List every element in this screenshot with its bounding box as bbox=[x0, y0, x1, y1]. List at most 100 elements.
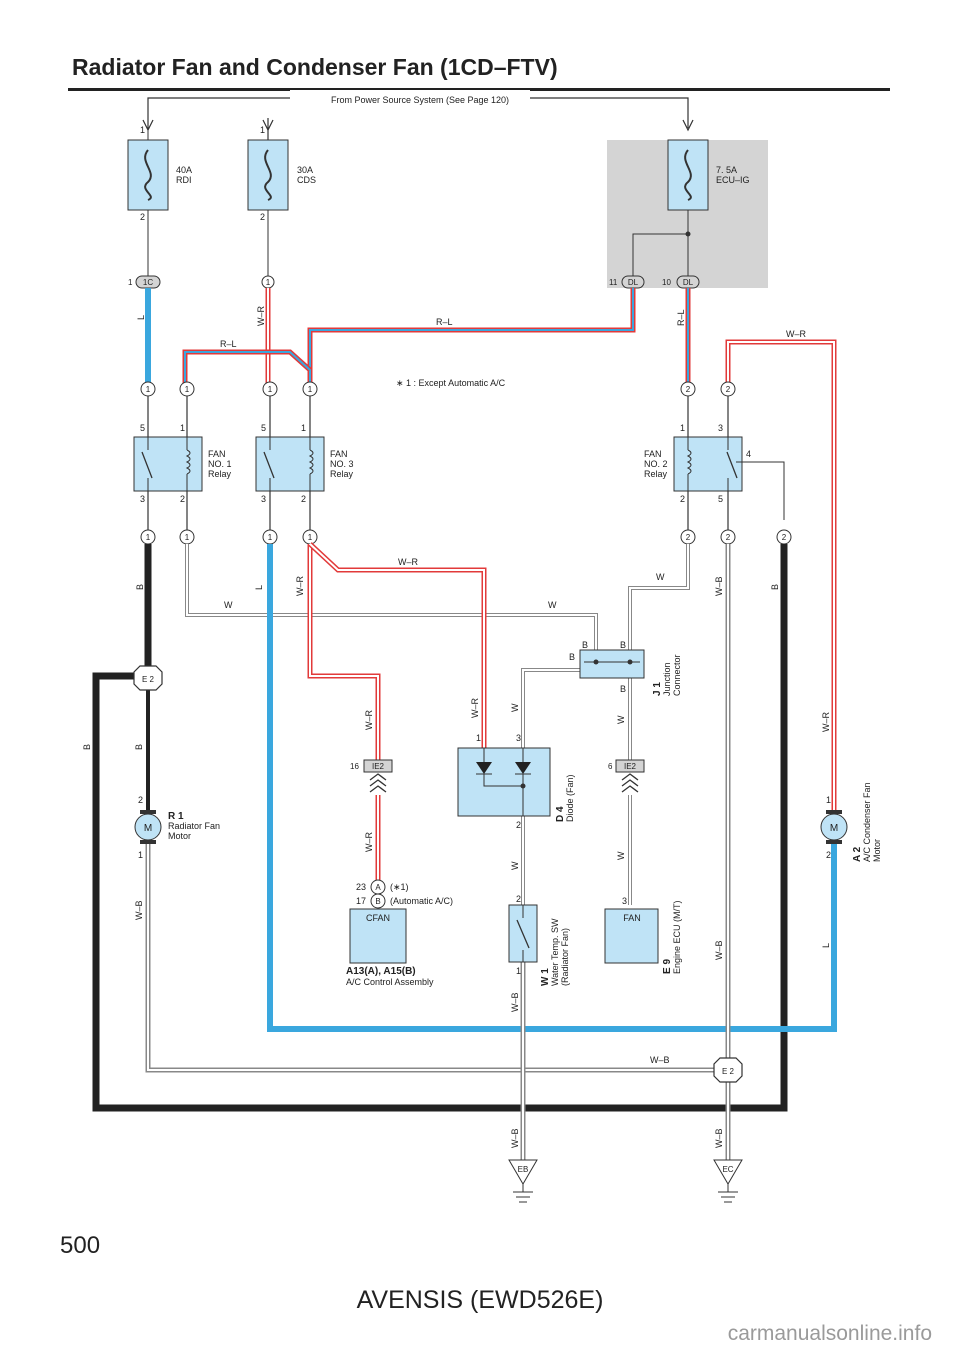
svg-text:FAN: FAN bbox=[208, 449, 226, 459]
svg-text:B: B bbox=[134, 744, 144, 750]
footnote: ∗ 1 : Except Automatic A/C bbox=[396, 378, 506, 388]
svg-text:R–L: R–L bbox=[436, 317, 453, 327]
svg-text:CFAN: CFAN bbox=[366, 913, 390, 923]
svg-text:L: L bbox=[254, 585, 264, 590]
svg-text:A/C Condenser Fan: A/C Condenser Fan bbox=[862, 782, 872, 862]
svg-text:D 4: D 4 bbox=[555, 806, 566, 822]
svg-text:2: 2 bbox=[782, 533, 787, 542]
svg-text:2: 2 bbox=[516, 820, 521, 830]
svg-text:A: A bbox=[375, 883, 381, 892]
ground-ec: EC bbox=[713, 1159, 743, 1203]
svg-text:7. 5A: 7. 5A bbox=[716, 165, 737, 175]
svg-text:1: 1 bbox=[180, 423, 185, 433]
svg-text:W–B: W–B bbox=[714, 940, 724, 960]
wire-w-relay2 bbox=[628, 544, 690, 650]
svg-text:IE2: IE2 bbox=[624, 762, 637, 771]
svg-text:E 9: E 9 bbox=[662, 959, 673, 974]
svg-text:W–R: W–R bbox=[364, 832, 374, 853]
title-rule bbox=[68, 88, 890, 91]
svg-text:B: B bbox=[135, 584, 145, 590]
svg-text:23: 23 bbox=[356, 882, 366, 892]
svg-text:W–B: W–B bbox=[714, 1128, 724, 1148]
svg-text:1: 1 bbox=[146, 385, 151, 394]
document-footer: AVENSIS (EWD526E) bbox=[356, 1286, 604, 1314]
relay-fan-1: 5 1 3 2 FAN NO. 1 Relay bbox=[133, 423, 232, 504]
svg-text:NO. 2: NO. 2 bbox=[644, 459, 668, 469]
svg-text:2: 2 bbox=[180, 494, 185, 504]
svg-text:Relay: Relay bbox=[330, 469, 354, 479]
svg-text:1: 1 bbox=[185, 533, 190, 542]
svg-text:Water Temp. SW: Water Temp. SW bbox=[550, 918, 560, 986]
svg-text:W–R: W–R bbox=[364, 710, 374, 731]
svg-text:40A: 40A bbox=[176, 165, 192, 175]
svg-text:2: 2 bbox=[686, 385, 691, 394]
svg-text:3: 3 bbox=[718, 423, 723, 433]
svg-text:6: 6 bbox=[608, 762, 613, 771]
page-number: 500 bbox=[60, 1232, 101, 1259]
wire-w-diode bbox=[521, 668, 584, 905]
wire-l-lower bbox=[267, 544, 837, 1032]
svg-text:2: 2 bbox=[686, 533, 691, 542]
connector-dl-10: DL 10 bbox=[662, 275, 700, 289]
wire-w-junction bbox=[185, 544, 598, 650]
svg-text:W–B: W–B bbox=[510, 992, 520, 1012]
svg-text:B: B bbox=[375, 897, 380, 906]
page-title: Radiator Fan and Condenser Fan (1CD–FTV) bbox=[72, 54, 558, 80]
svg-text:W: W bbox=[548, 600, 557, 610]
svg-text:A 2: A 2 bbox=[852, 846, 863, 862]
svg-text:B: B bbox=[82, 744, 92, 750]
power-source-note: From Power Source System (See Page 120) bbox=[331, 95, 509, 105]
svg-text:FAN: FAN bbox=[623, 913, 641, 923]
svg-text:A/C Control Assembly: A/C Control Assembly bbox=[346, 977, 434, 987]
svg-text:W–R: W–R bbox=[295, 576, 305, 597]
svg-text:1: 1 bbox=[260, 125, 265, 135]
svg-text:3: 3 bbox=[140, 494, 145, 504]
svg-text:2: 2 bbox=[260, 212, 265, 222]
wire-wr-diode bbox=[308, 542, 487, 748]
svg-text:Motor: Motor bbox=[872, 839, 882, 862]
svg-text:DL: DL bbox=[683, 278, 694, 287]
svg-text:W–R: W–R bbox=[786, 329, 807, 339]
connector-1: 1 bbox=[261, 275, 275, 289]
wire-wr-a2 bbox=[725, 339, 837, 812]
motor-r1: M 2 1 R 1 Radiator Fan Motor bbox=[134, 795, 220, 860]
svg-text:W–B: W–B bbox=[510, 1128, 520, 1148]
svg-text:W–R: W–R bbox=[256, 306, 266, 327]
svg-text:4: 4 bbox=[746, 449, 751, 459]
connector-1c: 1C 1 bbox=[128, 275, 161, 289]
fuse-rdi: 1 2 40A RDI bbox=[127, 125, 192, 276]
wire-rl-main bbox=[307, 288, 636, 383]
svg-text:2: 2 bbox=[726, 385, 731, 394]
svg-text:Engine ECU (M/T): Engine ECU (M/T) bbox=[672, 900, 682, 974]
watermark: carmanualsonline.info bbox=[727, 1322, 932, 1345]
svg-text:3: 3 bbox=[261, 494, 266, 504]
junction-connector-j1: B B B B J 1 Junction Connector bbox=[569, 640, 682, 696]
svg-text:2: 2 bbox=[826, 850, 831, 860]
fuse-ecu-ig: 7. 5A ECU–IG bbox=[632, 139, 750, 276]
svg-text:1: 1 bbox=[268, 385, 273, 394]
svg-text:W–R: W–R bbox=[470, 698, 480, 719]
svg-text:NO. 3: NO. 3 bbox=[330, 459, 354, 469]
svg-text:B: B bbox=[569, 652, 575, 662]
svg-text:R–L: R–L bbox=[676, 309, 686, 326]
svg-text:EB: EB bbox=[518, 1165, 529, 1174]
svg-text:(Radiator Fan): (Radiator Fan) bbox=[560, 928, 570, 986]
svg-text:1: 1 bbox=[308, 533, 313, 542]
wire-wb-r1 bbox=[145, 842, 718, 1073]
svg-text:1: 1 bbox=[268, 533, 273, 542]
svg-text:W: W bbox=[616, 851, 626, 860]
connector-dl-11: DL 11 bbox=[609, 275, 645, 289]
svg-text:W–B: W–B bbox=[650, 1055, 670, 1065]
svg-text:2: 2 bbox=[726, 533, 731, 542]
svg-text:2: 2 bbox=[140, 212, 145, 222]
svg-text:1: 1 bbox=[138, 850, 143, 860]
svg-text:B: B bbox=[582, 640, 588, 650]
svg-text:2: 2 bbox=[138, 795, 143, 805]
svg-text:W–R: W–R bbox=[821, 712, 831, 733]
diode-d4: 1 3 2 D 4 Diode (Fan) bbox=[457, 733, 575, 830]
svg-text:W: W bbox=[224, 600, 233, 610]
svg-text:2: 2 bbox=[680, 494, 685, 504]
svg-text:2: 2 bbox=[301, 494, 306, 504]
svg-text:FAN: FAN bbox=[644, 449, 662, 459]
